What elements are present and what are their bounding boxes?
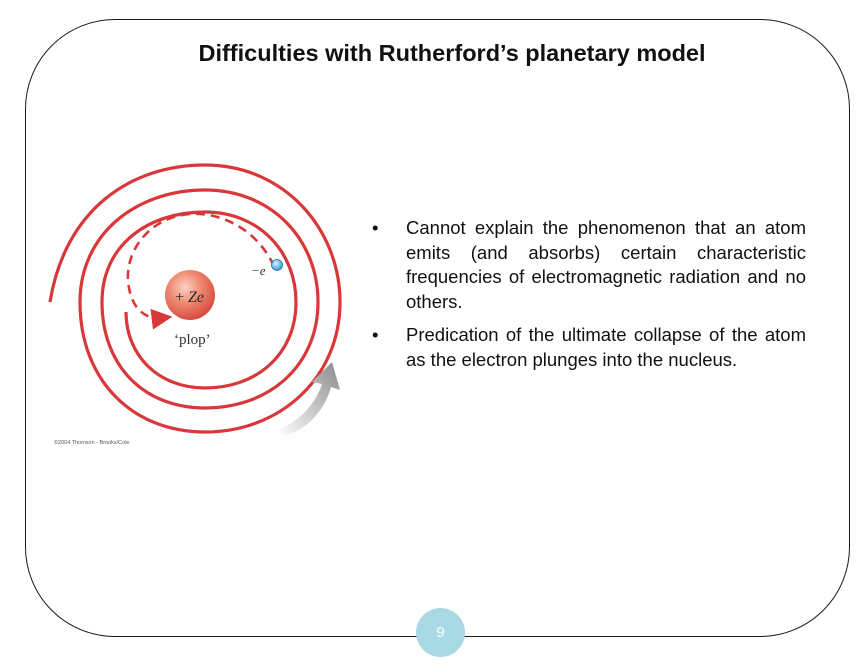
electron-label: −e [251, 263, 266, 278]
rutherford-spiral-figure: + Ze −e ‘plop’ ©2004 Thomson - Brooks/Co… [40, 150, 360, 460]
bullet-marker: • [372, 324, 379, 345]
bullet-item: • Predication of the ultimate collapse o… [370, 323, 806, 372]
bullet-text: Predication of the ultimate collapse of … [406, 324, 806, 370]
figure-copyright: ©2004 Thomson - Brooks/Cole [54, 439, 130, 446]
bullet-text: Cannot explain the phenomenon that an at… [406, 217, 806, 312]
bullet-list: • Cannot explain the phenomenon that an … [370, 216, 806, 381]
slide-title: Difficulties with Rutherford’s planetary… [198, 40, 706, 66]
page-number-badge: 9 [416, 608, 465, 657]
nucleus-plus: + [175, 289, 184, 306]
curved-arrow-icon [278, 362, 340, 436]
nucleus-charge-label: Ze [188, 289, 204, 306]
collapse-path [126, 212, 276, 330]
bullet-marker: • [372, 217, 379, 238]
nucleus-icon [165, 270, 215, 320]
bullet-item: • Cannot explain the phenomenon that an … [370, 216, 806, 314]
spiral-path [48, 163, 342, 434]
spiral-diagram: + Ze −e ‘plop’ ©2004 Thomson - Brooks/Co… [48, 163, 342, 446]
electron-icon [271, 259, 283, 271]
plop-label: ‘plop’ [174, 332, 211, 348]
